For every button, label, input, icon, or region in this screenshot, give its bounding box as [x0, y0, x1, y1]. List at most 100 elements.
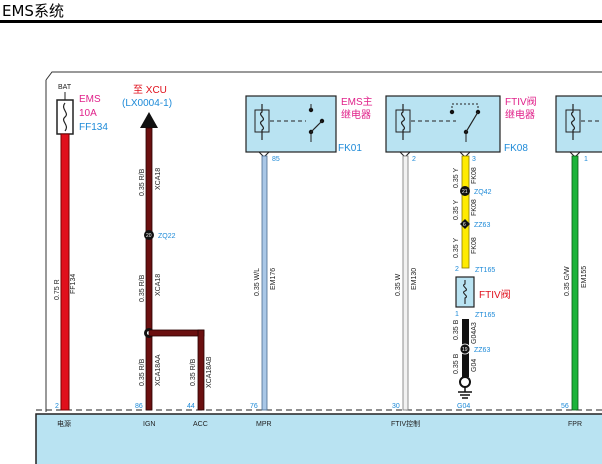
ftiv-valve-conn-top: ZT165	[475, 267, 495, 274]
splice-zq22	[144, 230, 154, 240]
ground-terminal-icon	[459, 376, 471, 388]
ftiv-valve-pin-top: 2	[455, 266, 459, 273]
ems-relay-coil-box	[254, 109, 270, 133]
ems-relay-ecu-label: MPR	[256, 421, 272, 428]
fuse-ecu-pin-label: 电源	[57, 419, 71, 428]
ftiv-relay-coil-box	[395, 109, 411, 133]
ftiv-relay-pin-left: 2	[412, 156, 416, 163]
fpr-pin-top: 1	[584, 156, 588, 163]
fuse-rating: 10A	[79, 108, 97, 119]
xcu-ign-label: IGN	[143, 421, 155, 428]
xcu-wire-top-spec: 0.35 R/B	[139, 168, 146, 196]
wire-lightblue-em176	[261, 155, 268, 411]
fpr-ecu-pin: 56	[561, 403, 569, 410]
ems-relay-coil	[260, 104, 264, 140]
xcu-arrow-icon	[140, 112, 158, 128]
splice-zz63-a	[460, 219, 470, 229]
fuse-name: EMS	[79, 94, 101, 105]
wire-darkred-xca18	[145, 127, 153, 411]
ftiv-relay-contact-a	[449, 109, 455, 115]
ems-relay-pin-top: 85	[272, 156, 280, 163]
ems-relay-name-2: 继电器	[341, 108, 371, 121]
splice-zz63-a-num: 6	[463, 222, 466, 228]
splice-zq22-id: ZQ22	[158, 233, 176, 240]
ems-relay-code: FK01	[338, 143, 362, 154]
ems-relay-switch	[310, 120, 323, 133]
ftiv-relay-code: FK08	[504, 143, 528, 154]
header-rule	[0, 20, 602, 23]
ftiv-valve-coil	[463, 280, 467, 304]
ems-relay-wire-id: EM176	[270, 268, 277, 290]
ftiv-y2-id: FK08	[471, 199, 478, 216]
splice-zz63-b-id: ZZ63	[474, 347, 490, 354]
wire-darkred-xca18ab	[197, 329, 205, 411]
fuse-wire-id: FF134	[70, 274, 77, 294]
xcu-wire-mid-id: XCA18	[155, 274, 162, 296]
ftiv-relay-coil	[401, 104, 405, 140]
fpr-wire-spec: 0.35 G/W	[564, 266, 571, 296]
ftiv-b1-id: G04A3	[471, 322, 478, 344]
page-title: EMS系统	[2, 2, 64, 20]
splice-zq42-id: ZQ42	[474, 189, 492, 196]
ftiv-white-spec: 0.35 W	[395, 273, 402, 296]
diagram-frame	[45, 71, 602, 81]
ftiv-relay-name-1: FTIV阀	[505, 95, 537, 108]
xcu-wire-top-id: XCA18	[155, 168, 162, 190]
fpr-relay-coil-box	[565, 109, 581, 133]
xcu-acc-pin: 44	[187, 403, 195, 410]
splice-zq42	[460, 186, 470, 196]
xcu-ign-pin: 86	[135, 403, 143, 410]
ground-id: G04	[457, 403, 470, 410]
splice-zz63-b-num: 19	[462, 347, 468, 353]
ftiv-y1-id: FK08	[471, 167, 478, 184]
xcu-title: 至 XCU	[133, 84, 167, 96]
xcu-ign-id: XCA18AA	[155, 354, 162, 386]
wire-darkred-branch-h	[148, 329, 205, 337]
splice-zq42-num: 21	[462, 189, 468, 195]
fpr-relay-coil	[571, 104, 575, 140]
ftiv-b2-spec: 0.35 B	[453, 353, 460, 374]
xcu-acc-label: ACC	[193, 421, 208, 428]
xcu-ref: (LX0004-1)	[122, 98, 172, 109]
ftiv-y2-spec: 0.35 Y	[453, 200, 460, 220]
ftiv-relay-box	[385, 95, 501, 153]
wire-yellow-fk08	[461, 155, 470, 269]
ftiv-relay-switch	[465, 111, 479, 133]
ftiv-white-id: EM130	[411, 268, 418, 290]
ems-relay-name-1: EMS主	[341, 96, 373, 108]
ftiv-b1-spec: 0.35 B	[453, 319, 460, 340]
ftiv-valve-box	[455, 276, 475, 308]
ftiv-valve-label: FTIV阀	[479, 288, 511, 301]
fpr-ecu-label: FPR	[568, 421, 582, 428]
splice-zz63-b	[459, 343, 471, 355]
fpr-relay-box	[555, 95, 602, 153]
fuse-top-label: BAT	[58, 84, 72, 91]
splice-zz63-a-id: ZZ63	[474, 222, 490, 229]
ftiv-valve-pin-bottom: 1	[455, 311, 459, 318]
xcu-ign-spec: 0.35 R/B	[139, 358, 146, 386]
ems-relay-wire-spec: 0.35 W/L	[254, 268, 261, 296]
fuse-wire-spec: 0.75 R	[54, 279, 61, 300]
ftiv-relay-name-2: 继电器	[505, 108, 535, 121]
ems-relay-box	[245, 95, 337, 153]
ftiv-relay-pin-right: 3	[472, 156, 476, 163]
ftiv-y1-spec: 0.35 Y	[453, 168, 460, 188]
xcu-wire-mid-spec: 0.35 R/B	[139, 274, 146, 302]
wire-white-em130	[402, 155, 409, 411]
fuse-code: FF134	[79, 122, 108, 133]
ftiv-b2-id: G04	[471, 359, 478, 372]
ftiv-valve-conn-bottom: ZT165	[475, 312, 495, 319]
ftiv-relay-nc-path	[451, 103, 479, 112]
xcu-acc-spec: 0.35 R/B	[190, 358, 197, 386]
ftiv-ecu-pin: 30	[392, 403, 400, 410]
splice-zq22-num: 20	[146, 233, 152, 239]
ftiv-y3-id: FK08	[471, 237, 478, 254]
fpr-wire-id: EM155	[581, 266, 588, 288]
ftiv-y3-spec: 0.35 Y	[453, 238, 460, 258]
xcu-acc-id: XCA18AB	[206, 356, 213, 388]
fuse-element	[62, 102, 68, 132]
fuse-ecu-pin: 2	[55, 403, 59, 410]
ftiv-ecu-label: FTIV控制	[391, 419, 420, 428]
wire-green-em155	[571, 155, 579, 411]
